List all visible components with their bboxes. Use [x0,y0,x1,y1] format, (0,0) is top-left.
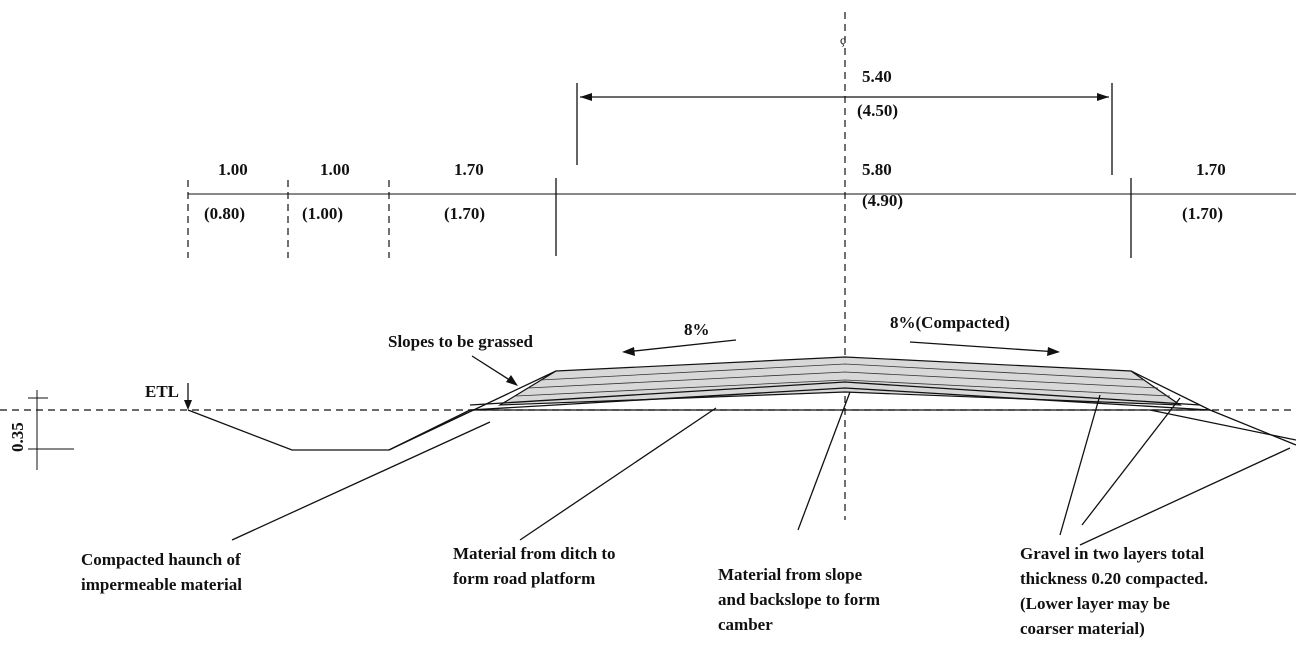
ditch-leader [519,407,717,541]
ditch-label-line2: form road platform [453,569,595,588]
left-slope-label: 8% [684,320,710,339]
etl-label: ETL [145,382,179,401]
haunch-line [388,409,471,451]
haunch-label-line1: Compacted haunch of [81,550,241,569]
carriageway-alt: (4.50) [857,101,898,120]
camber-label-line3: camber [718,615,773,634]
left-slope-arrow-line [624,339,737,353]
dim-5-value: 1.70 [1196,160,1226,179]
gravel-label-line4: coarser material) [1020,619,1145,638]
gravel-leader-1 [1059,394,1101,536]
arrow-left [580,93,592,101]
slopes-grassed-arrowhead [506,375,518,386]
hatch-line-3 [515,379,1171,397]
haunch-label-line2: impermeable material [81,575,242,594]
dim-1-value: 1.00 [218,160,248,179]
right-slope [1130,370,1296,446]
gravel-label-line1: Gravel in two layers total [1020,544,1204,563]
hatch-line-2 [527,371,1159,389]
dim-3-alt: (1.70) [444,204,485,223]
carriageway-value: 5.40 [862,67,892,86]
gravel-label-line2: thickness 0.20 compacted. [1020,569,1208,588]
etl-arrow-head [184,400,192,410]
dim-2-alt: (1.00) [302,204,343,223]
camber-leader [797,391,851,531]
slopes-grassed-label: Slopes to be grassed [388,332,534,351]
right-slope-arrowhead [1047,347,1060,356]
right-slope-arrow-line [909,341,1059,353]
gravel-leader-3 [1079,447,1291,546]
ditch-label-line1: Material from ditch to [453,544,616,563]
left-slope-arrowhead [622,347,635,356]
camber-label-line1: Material from slope [718,565,863,584]
hatch-line-1 [539,363,1146,381]
gravel-leader-2 [1081,397,1181,526]
dim-4-value: 5.80 [862,160,892,179]
dim-2-value: 1.00 [320,160,350,179]
dim-5-alt: (1.70) [1182,204,1223,223]
subbase-line [469,381,1201,406]
arrow-right [1097,93,1109,101]
dim-3-value: 1.70 [454,160,484,179]
centerline-mark: ç [840,33,845,47]
dim-4-alt: (4.90) [862,191,903,210]
camber-line [469,387,1211,411]
dim-1-alt: (0.80) [204,204,245,223]
depth-value: 0.35 [8,422,27,452]
gravel-label-line3: (Lower layer may be [1020,594,1170,613]
right-backslope [1149,409,1296,441]
right-slope-label: 8%(Compacted) [890,313,1010,332]
haunch-leader [231,421,491,541]
camber-label-line2: and backslope to form [718,590,880,609]
